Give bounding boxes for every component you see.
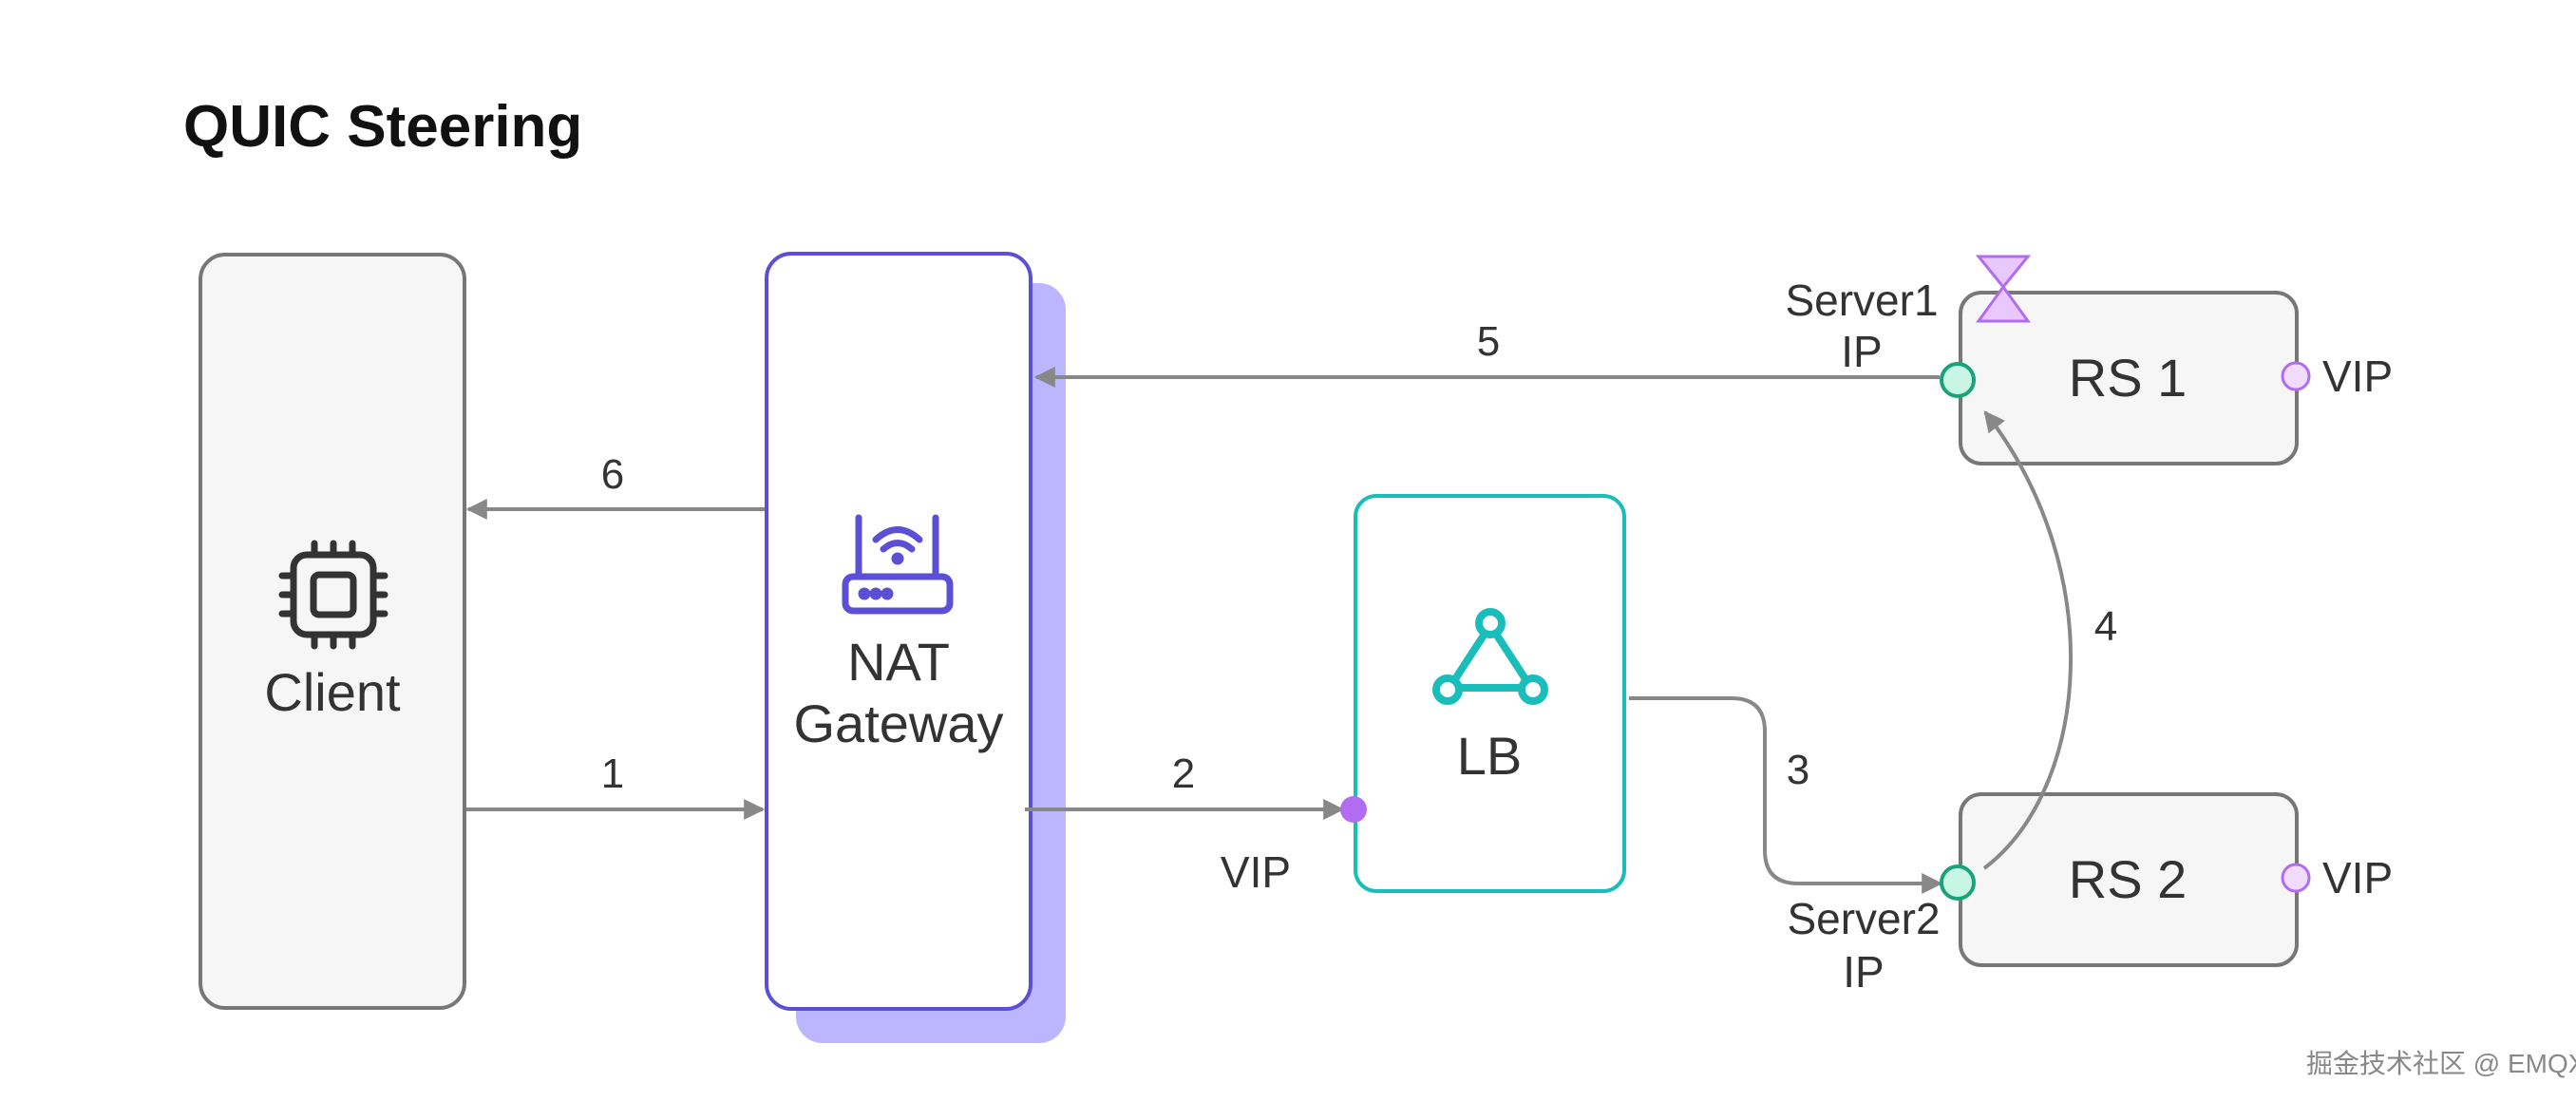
nat-label-line2: Gateway — [793, 694, 1004, 753]
nat-gateway-node — [765, 252, 1032, 1011]
step-label-3: 3 — [1786, 747, 1810, 793]
rs1-node — [1959, 291, 2299, 466]
server2-ip-label-line1: Server2 — [1787, 894, 1941, 943]
arrow-step-3 — [1629, 696, 1943, 894]
watermark: 掘金技术社区 @ EMQX — [2306, 1049, 2576, 1078]
step-label-2: 2 — [1171, 750, 1196, 797]
lb-vip-label: VIP — [1220, 847, 1292, 897]
rs1-server-ip-port — [1940, 362, 1976, 398]
step-label-1: 1 — [600, 750, 625, 797]
rs2-server-ip-port — [1940, 864, 1976, 901]
hourglass-icon — [1975, 255, 2032, 323]
rs1-label: RS 1 — [2068, 348, 2188, 408]
rs2-label: RS 2 — [2068, 849, 2188, 909]
rs1-vip-label: VIP — [2322, 352, 2394, 401]
triangle-network-icon — [1432, 608, 1548, 705]
lb-vip-port — [1340, 796, 1367, 823]
rs2-vip-label: VIP — [2322, 853, 2394, 902]
lb-label: LB — [1456, 726, 1523, 786]
wifi-router-icon — [842, 514, 954, 615]
rs2-vip-port — [2281, 863, 2311, 893]
page-title: QUIC Steering — [183, 94, 583, 160]
arrow-step-4 — [1982, 410, 2074, 870]
server2-ip-label-line2: IP — [1843, 947, 1885, 997]
step-label-5: 5 — [1476, 318, 1501, 365]
server1-ip-label-line1: Server1 — [1785, 276, 1939, 325]
step-label-4: 4 — [2093, 603, 2118, 650]
client-label: Client — [264, 662, 401, 722]
server1-ip-label-line2: IP — [1841, 327, 1883, 376]
rs2-node — [1959, 792, 2299, 967]
rs1-vip-port — [2281, 361, 2311, 391]
cpu-chip-icon — [278, 540, 388, 650]
nat-label-line1: NAT — [847, 632, 950, 692]
step-label-6: 6 — [600, 451, 625, 498]
lb-node — [1354, 494, 1626, 893]
